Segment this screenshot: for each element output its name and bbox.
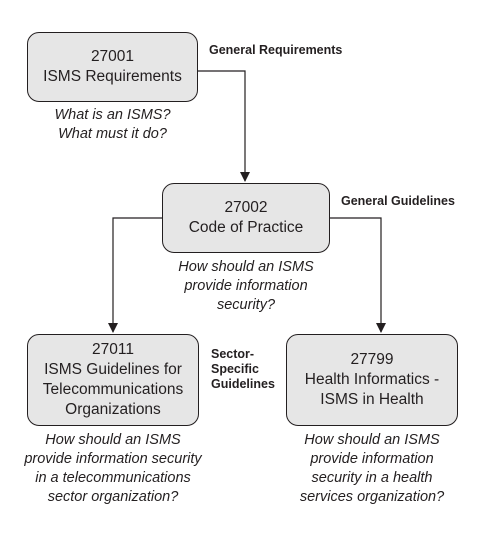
node-27011-title-line: Organizations [65,401,161,418]
node-27799: 27799 Health Informatics - ISMS in Healt… [286,334,458,426]
node-27001-number: 27001 [90,48,135,65]
node-27011-question: How should an ISMS provide information s… [24,432,202,505]
arrow-27002-to-27011 [108,217,163,333]
node-27002-question: How should an ISMS provide information s… [178,259,314,313]
node-27002: 27002 Code of Practice [162,183,330,253]
node-27799-title-line: ISMS in Health [320,391,424,408]
node-27799-question: How should an ISMS provide information s… [299,432,445,505]
node-27799-title-line: Health Informatics - [304,371,440,388]
arrow-27002-to-27799 [329,217,386,333]
category-general-guidelines: General Guidelines [341,194,455,208]
category-general-requirements: General Requirements [209,43,343,57]
category-sector-specific-guidelines: Sector- Specific Guidelines [211,347,275,391]
node-27001-question: What is an ISMS? What must it do? [54,107,171,142]
node-27002-number: 27002 [224,199,268,216]
node-27002-title: Code of Practice [188,219,304,236]
node-27011-number: 27011 [92,341,134,358]
node-27011-title-line: Telecommunications [42,381,184,398]
node-27799-number: 27799 [350,351,394,368]
arrow-27001-to-27002 [197,70,250,182]
node-27011-title-line: ISMS Guidelines for [44,361,182,378]
node-27001: 27001 ISMS Requirements [27,32,198,102]
node-27011: 27011 ISMS Guidelines for Telecommunicat… [27,334,199,426]
node-27001-title: ISMS Requirements [43,68,182,85]
